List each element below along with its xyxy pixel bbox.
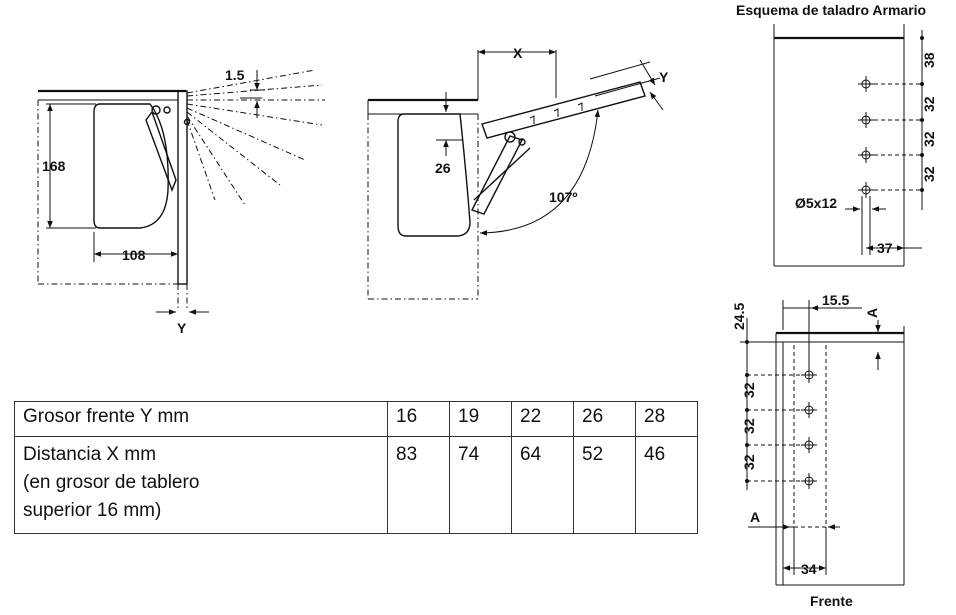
dim-y-left: Y xyxy=(177,320,187,336)
drill-pattern-front xyxy=(740,300,905,586)
dim-32-e: 32 xyxy=(741,418,757,434)
dim-15-5: 15.5 xyxy=(822,292,849,308)
table-cell: 46 xyxy=(635,436,698,534)
dim-37: 37 xyxy=(877,240,893,256)
dim-1-5: 1.5 xyxy=(225,67,245,83)
table-cell: 22 xyxy=(511,401,574,437)
dim-108: 108 xyxy=(122,247,146,263)
dim-38: 38 xyxy=(921,52,937,68)
dim-24-5: 24.5 xyxy=(731,303,747,330)
table-row: Grosor frente Y mm 16 19 22 26 28 xyxy=(14,401,698,437)
row-label-distance: Distancia X mm (en grosor de tablero sup… xyxy=(14,436,388,534)
section-a-top: A xyxy=(864,308,880,318)
dim-32-b: 32 xyxy=(921,131,937,147)
dim-32-d: 32 xyxy=(741,382,757,398)
table-cell: 64 xyxy=(511,436,574,534)
table-cell: 16 xyxy=(387,401,450,437)
open-flap-view xyxy=(367,49,664,300)
table-cell: 26 xyxy=(573,401,636,437)
table-cell: 83 xyxy=(387,436,450,534)
front-label: Frente xyxy=(810,593,853,609)
table-cell: 74 xyxy=(449,436,512,534)
drill-pattern-title: Esquema de taladro Armario xyxy=(736,2,927,18)
drill-pattern-side xyxy=(773,24,924,267)
row-label-line: superior 16 mm) xyxy=(23,500,162,521)
dim-angle-107: 107º xyxy=(549,189,577,205)
section-a-bottom: A xyxy=(750,509,760,525)
row-label-line: Distancia X mm xyxy=(23,444,157,465)
table-cell: 19 xyxy=(449,401,512,437)
table-cell: 28 xyxy=(635,401,698,437)
row-label-line: (en grosor de tablero xyxy=(23,472,200,493)
dim-26: 26 xyxy=(435,160,451,176)
dim-hole-diameter: Ø5x12 xyxy=(795,195,837,211)
dim-168: 168 xyxy=(42,158,66,174)
spec-table: Grosor frente Y mm 16 19 22 26 28 Distan… xyxy=(14,401,698,534)
table-row: Distancia X mm (en grosor de tablero sup… xyxy=(14,436,698,534)
dim-y-mid: Y xyxy=(659,69,669,85)
table-cell: 52 xyxy=(573,436,636,534)
dim-32-f: 32 xyxy=(741,454,757,470)
closed-flap-view xyxy=(37,69,325,315)
dim-32-c: 32 xyxy=(921,166,937,182)
dim-32-a: 32 xyxy=(921,96,937,112)
row-label-thickness: Grosor frente Y mm xyxy=(14,401,388,437)
dim-x: X xyxy=(513,45,523,61)
dim-34: 34 xyxy=(801,561,817,577)
